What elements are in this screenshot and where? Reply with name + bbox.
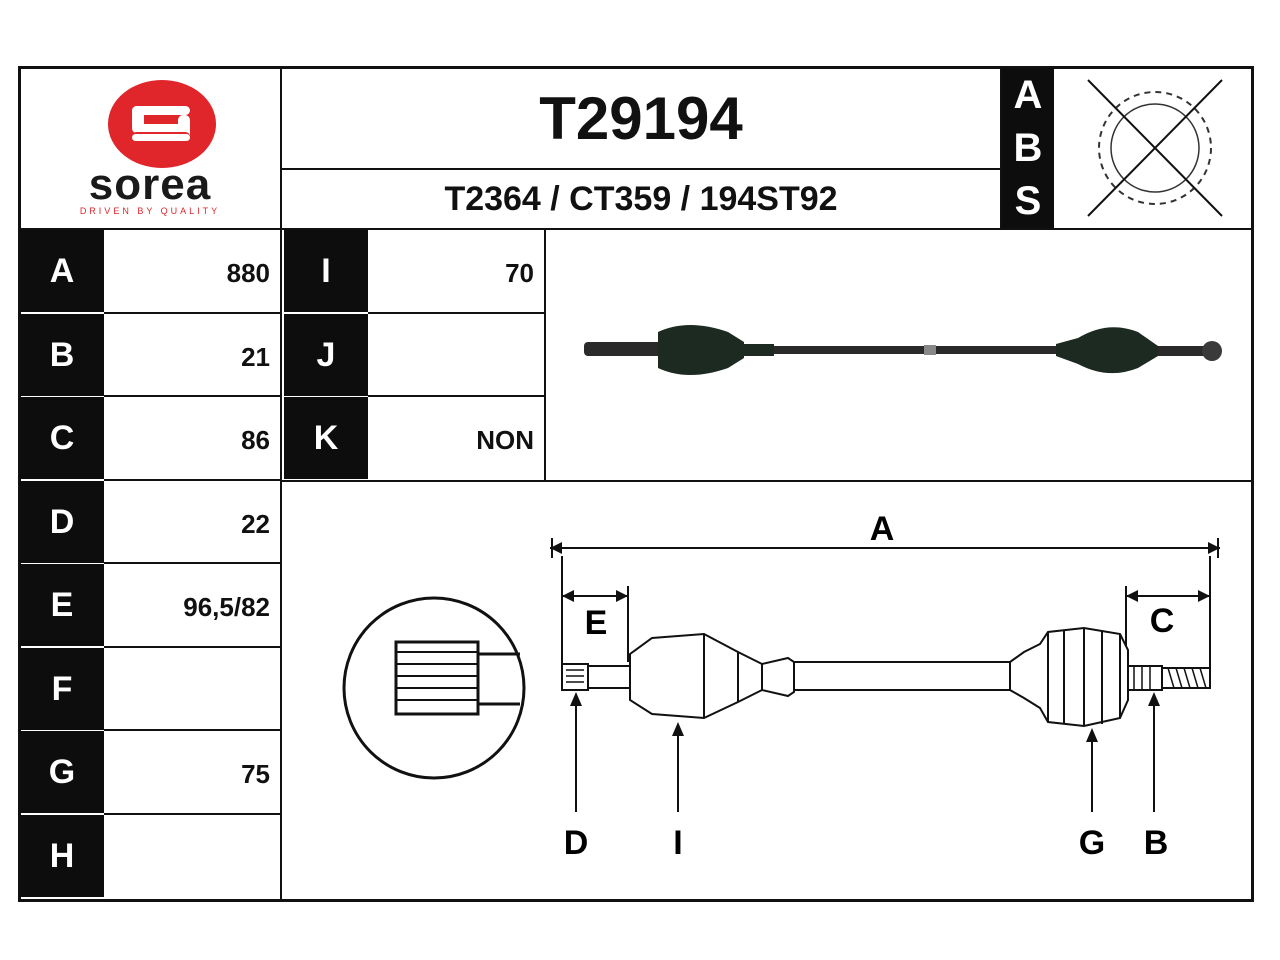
- abs-letter-a: A: [1013, 72, 1043, 117]
- dim-label-c: C: [1150, 602, 1175, 640]
- spec-row-divider: [104, 395, 280, 397]
- dim-label-d: D: [564, 824, 589, 862]
- dim-label-g: G: [1079, 824, 1105, 862]
- column-divider-left: [280, 66, 282, 902]
- dim-label-a: A: [870, 510, 895, 548]
- spec-key-h: H: [20, 815, 104, 897]
- sorea-logo-icon: [108, 80, 216, 168]
- dimension-drawing: A E C D I G B: [284, 482, 1252, 898]
- spec-key-c: C: [20, 397, 104, 479]
- brand-tagline: DRIVEN BY QUALITY: [79, 206, 221, 216]
- spec-key-i: I: [284, 230, 368, 312]
- spec-value-a: 880: [226, 258, 270, 288]
- cross-references: T2364 / CT359 / 194ST92: [444, 180, 838, 218]
- spec-key-j: J: [284, 314, 368, 396]
- abs-letter-b: B: [1013, 125, 1043, 170]
- spec-value-c: 86: [241, 425, 270, 455]
- abs-letter-s: S: [1014, 179, 1042, 224]
- spec-row-divider: [104, 562, 280, 564]
- spec-key-k: K: [284, 397, 368, 479]
- spec-value-e: 96,5/82: [183, 592, 270, 622]
- title-divider: [282, 168, 1000, 170]
- spec-value-d: 22: [241, 509, 270, 539]
- dim-label-i: I: [673, 824, 682, 862]
- spec-key-f: F: [20, 648, 104, 730]
- spec-row-divider: [368, 395, 544, 397]
- photo-divider: [282, 480, 1254, 482]
- spec-value-g: 75: [241, 759, 270, 789]
- abs-label-column: A B S: [1002, 68, 1054, 228]
- spec-row-divider: [104, 813, 280, 815]
- spec-row-divider: [104, 479, 280, 481]
- spec-sheet: [18, 66, 1254, 902]
- header-divider: [18, 228, 1254, 230]
- spec-row-divider: [368, 312, 544, 314]
- spec-value-k: NON: [476, 425, 534, 455]
- spec-value-i: 70: [505, 258, 534, 288]
- spec-key-g: G: [20, 731, 104, 813]
- header-divider-abs: [1000, 66, 1002, 230]
- spec-key-a: A: [20, 230, 104, 312]
- spec-value-b: 21: [241, 342, 270, 372]
- spec-row-divider: [104, 312, 280, 314]
- spec-row-divider: [104, 729, 280, 731]
- dim-label-b: B: [1144, 824, 1169, 862]
- brand-name: sorea: [88, 160, 212, 209]
- mid-table-right-divider: [544, 230, 546, 480]
- dim-label-e: E: [585, 604, 608, 642]
- spec-key-d: D: [20, 481, 104, 563]
- abs-ring-crossed-icon: [1058, 70, 1252, 226]
- part-number: T29194: [539, 85, 743, 152]
- spec-row-divider: [104, 646, 280, 648]
- spec-key-b: B: [20, 314, 104, 396]
- spec-key-e: E: [20, 564, 104, 646]
- drive-shaft-photo: [548, 232, 1252, 478]
- brand-logo: sorea DRIVEN BY QUALITY: [20, 68, 280, 228]
